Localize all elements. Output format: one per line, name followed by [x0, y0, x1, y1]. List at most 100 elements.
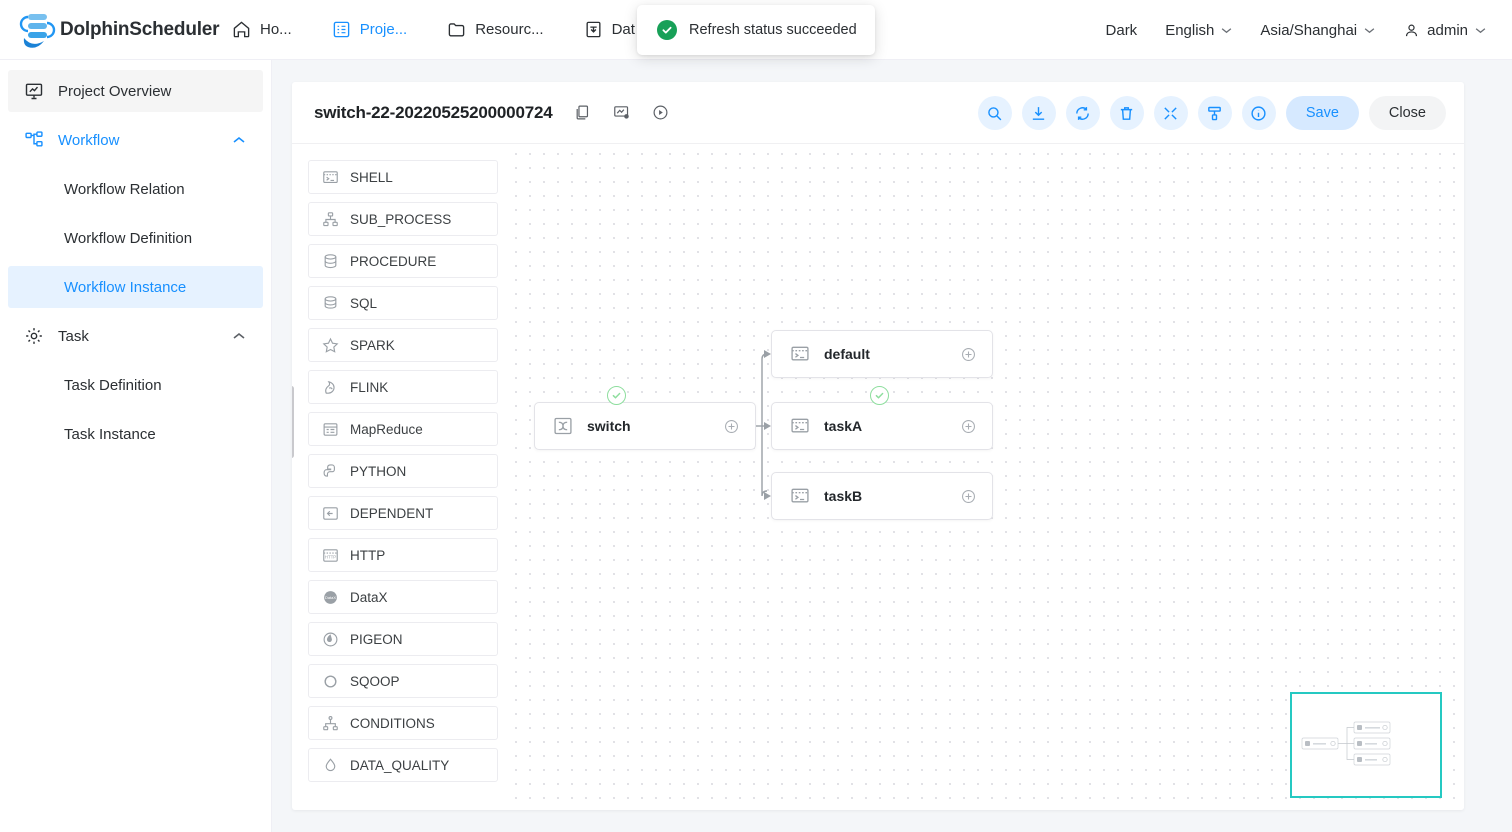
- nav-item-resources[interactable]: Resourc...: [427, 0, 563, 60]
- main-content: switch-22-20220525200000724: [272, 60, 1512, 832]
- timezone-label: Asia/Shanghai: [1260, 21, 1358, 39]
- task-type-label: SHELL: [350, 169, 393, 185]
- brand-name: DolphinScheduler: [60, 18, 220, 40]
- svg-text:DataX: DataX: [325, 595, 336, 600]
- search-button[interactable]: [977, 96, 1012, 130]
- screenshot-icon[interactable]: [613, 104, 630, 121]
- fullscreen-button[interactable]: [1153, 96, 1188, 130]
- svg-text:HTTP: HTTP: [325, 554, 337, 559]
- download-button[interactable]: [1021, 96, 1056, 130]
- nav-item-datasource[interactable]: Dat: [564, 0, 655, 60]
- task-type-procedure[interactable]: PROCEDURE: [308, 244, 498, 278]
- datax-icon: DataX: [324, 590, 337, 604]
- task-type-data-quality[interactable]: DATA_QUALITY: [308, 748, 498, 782]
- language-select[interactable]: English: [1151, 0, 1246, 60]
- task-type-spark[interactable]: SPARK: [308, 328, 498, 362]
- dag-editor-card: switch-22-20220525200000724: [292, 82, 1464, 810]
- brand[interactable]: DolphinScheduler: [0, 10, 220, 50]
- add-node-icon[interactable]: [724, 419, 739, 434]
- task-type-http[interactable]: HTTP HTTP: [308, 538, 498, 572]
- sidebar-item-project-overview[interactable]: Project Overview: [8, 70, 263, 112]
- sidebar-item-workflow-instance[interactable]: Workflow Instance: [8, 266, 263, 308]
- task-type-label: SUB_PROCESS: [350, 211, 452, 227]
- task-type-mapreduce[interactable]: MapReduce: [308, 412, 498, 446]
- pigeon-icon: [323, 632, 338, 646]
- workflow-icon: [25, 131, 43, 147]
- task-type-pigeon[interactable]: PIGEON: [308, 622, 498, 656]
- shell-icon: [791, 346, 809, 361]
- close-button[interactable]: Close: [1368, 96, 1446, 130]
- task-type-dependent[interactable]: DEPENDENT: [308, 496, 498, 530]
- task-type-label: DataX: [350, 589, 388, 605]
- task-type-label: SQL: [350, 295, 378, 311]
- task-type-sql[interactable]: SQL: [308, 286, 498, 320]
- page-title: switch-22-20220525200000724: [314, 102, 553, 122]
- sidebar-item-workflow[interactable]: Workflow: [8, 119, 263, 161]
- dag-node-default[interactable]: default: [771, 330, 993, 378]
- task-type-python[interactable]: PYTHON: [308, 454, 498, 488]
- sidebar-item-task-instance[interactable]: Task Instance: [8, 413, 263, 455]
- project-icon: [333, 21, 349, 38]
- task-type-label: DEPENDENT: [350, 505, 434, 521]
- task-type-sqoop[interactable]: SQOOP: [308, 664, 498, 698]
- dag-canvas[interactable]: switch default: [506, 144, 1464, 810]
- conditions-icon: [323, 715, 338, 730]
- mapreduce-icon: [323, 422, 338, 436]
- sidebar-label: Project Overview: [58, 82, 172, 100]
- copy-icon[interactable]: [574, 104, 591, 121]
- toolbar-actions: Save Close: [977, 82, 1446, 144]
- sidebar-item-task-definition[interactable]: Task Definition: [8, 364, 263, 406]
- dag-node-label: taskB: [824, 488, 863, 504]
- task-type-datax[interactable]: DataX DataX: [308, 580, 498, 614]
- delete-button[interactable]: [1109, 96, 1144, 130]
- task-type-flink[interactable]: FLINK: [308, 370, 498, 404]
- add-node-icon[interactable]: [961, 489, 976, 504]
- check-icon: [875, 392, 884, 399]
- dataquality-icon: [325, 757, 336, 771]
- sidebar-item-workflow-definition[interactable]: Workflow Definition: [8, 217, 263, 259]
- info-button[interactable]: [1241, 96, 1276, 130]
- task-type-label: PYTHON: [350, 463, 407, 479]
- nav-item-project[interactable]: Proje...: [312, 0, 428, 60]
- sidebar-label: Workflow Relation: [64, 180, 185, 198]
- play-circle-icon[interactable]: [652, 104, 669, 121]
- shell-icon: [323, 170, 338, 183]
- sidebar-item-task[interactable]: Task: [8, 315, 263, 357]
- nav-item-home[interactable]: Ho...: [212, 0, 312, 60]
- sql-icon: [324, 295, 337, 309]
- sidebar-label: Workflow Definition: [64, 229, 193, 247]
- task-type-sub-process[interactable]: SUB_PROCESS: [308, 202, 498, 236]
- format-button[interactable]: [1197, 96, 1232, 130]
- editor-body: SHELL SUB_PROCESS: [292, 144, 1464, 810]
- add-node-icon[interactable]: [961, 347, 976, 362]
- sidebar-label: Workflow: [58, 131, 120, 149]
- language-label: English: [1165, 21, 1215, 39]
- dag-node-taskB[interactable]: taskB: [771, 472, 993, 520]
- task-type-shell[interactable]: SHELL: [308, 160, 498, 194]
- save-button[interactable]: Save: [1285, 96, 1359, 130]
- toast-message: Refresh status succeeded: [689, 22, 857, 38]
- palette-scrollbar[interactable]: [292, 386, 294, 458]
- dag-node-taskA[interactable]: taskA: [771, 402, 993, 450]
- shell-icon: [791, 418, 809, 433]
- refresh-button[interactable]: [1065, 96, 1100, 130]
- nav-label-resources: Resourc...: [475, 21, 544, 38]
- theme-toggle[interactable]: Dark: [1092, 0, 1152, 60]
- minimap-content: [1301, 721, 1391, 766]
- user-menu[interactable]: admin: [1389, 0, 1500, 60]
- sidebar: Project Overview Workflow Workflow Relat…: [0, 60, 272, 832]
- dag-node-switch[interactable]: switch: [534, 402, 756, 450]
- check-icon: [612, 392, 621, 399]
- dolphinscheduler-logo-icon: [19, 13, 56, 48]
- timezone-select[interactable]: Asia/Shanghai: [1246, 0, 1389, 60]
- task-type-label: PROCEDURE: [350, 253, 437, 269]
- procedure-icon: [324, 253, 337, 268]
- datasource-icon: [586, 21, 601, 38]
- sqoop-icon: [324, 674, 337, 688]
- home-icon: [233, 21, 250, 38]
- minimap[interactable]: [1290, 692, 1442, 798]
- task-type-conditions[interactable]: CONDITIONS: [308, 706, 498, 740]
- add-node-icon[interactable]: [961, 419, 976, 434]
- gear-icon: [26, 328, 42, 344]
- sidebar-item-workflow-relation[interactable]: Workflow Relation: [8, 168, 263, 210]
